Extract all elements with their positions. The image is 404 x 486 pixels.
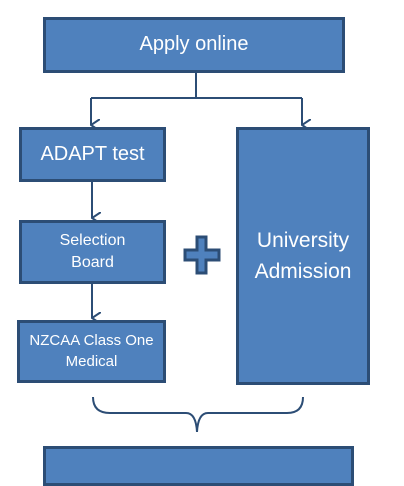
bottom-box — [43, 446, 354, 486]
nzcaa-medical-box: NZCAA Class One Medical — [17, 320, 166, 383]
bottom-brace — [92, 396, 304, 433]
connectors — [90, 73, 404, 433]
apply-online-label: Apply online — [139, 33, 249, 56]
connector-apply-split — [91, 73, 302, 99]
selection-board-label: Selection Board — [59, 231, 126, 271]
university-admission-label: University Admission — [254, 228, 352, 284]
selection-board-box: Selection Board — [19, 220, 166, 284]
plus-icon — [183, 235, 221, 275]
adapt-test-box: ADAPT test — [19, 127, 166, 182]
adapt-test-label: ADAPT test — [40, 142, 145, 165]
university-admission-box: University Admission — [236, 127, 370, 385]
nzcaa-medical-label: NZCAA Class One Medical — [29, 331, 154, 370]
apply-online-box: Apply online — [43, 17, 345, 73]
